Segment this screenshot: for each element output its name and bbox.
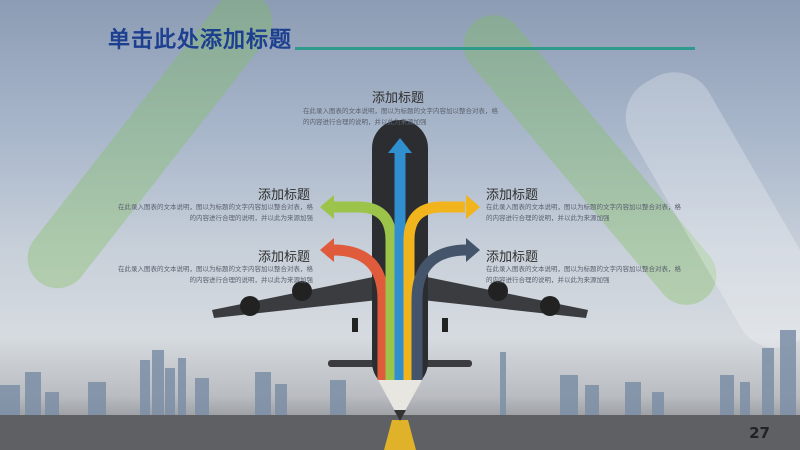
page-number: 27 — [749, 424, 770, 442]
engine — [540, 296, 560, 316]
arrow-slate-head — [466, 238, 480, 262]
desc-top: 在此录入图表的文本说明，图以为标题的文字内容加以整合对表，格的内容进行合理的说明… — [303, 107, 498, 126]
title-underline — [295, 47, 695, 50]
desc-lower-right: 在此录入图表的文本说明，图以为标题的文字内容加以整合对表，格的内容进行合理的说明… — [486, 265, 681, 284]
desc-upper-left: 在此录入图表的文本说明，图以为标题的文字内容加以整合对表，格的内容进行合理的说明… — [118, 203, 313, 222]
arrow-green-head — [320, 195, 334, 219]
label-upper-right: 添加标题 — [486, 188, 539, 203]
page-title: 单击此处添加标题 — [108, 28, 293, 53]
engine — [240, 296, 260, 316]
pencil-tip-icon — [378, 380, 422, 421]
city-skyline-icon — [0, 330, 796, 415]
arrow-green — [330, 201, 397, 380]
landing-gear — [352, 318, 358, 332]
landing-gear — [442, 318, 448, 332]
engine — [292, 281, 312, 301]
engine — [488, 281, 508, 301]
label-lower-right: 添加标题 — [486, 250, 539, 265]
arrow-red — [330, 244, 389, 380]
arrow-red-head — [320, 238, 334, 262]
desc-lower-left: 在此录入图表的文本说明，图以为标题的文字内容加以整合对表，格的内容进行合理的说明… — [118, 265, 313, 284]
label-lower-left: 添加标题 — [258, 250, 311, 265]
runway-center — [384, 420, 416, 450]
arrow-yellow-head — [466, 195, 480, 219]
arrow-yellow — [403, 201, 465, 380]
arrow-slate — [411, 244, 470, 380]
arrow-blue-head — [388, 138, 412, 153]
label-upper-left: 添加标题 — [258, 188, 311, 203]
desc-upper-right: 在此录入图表的文本说明，图以为标题的文字内容加以整合对表，格的内容进行合理的说明… — [486, 203, 681, 222]
label-top: 添加标题 — [372, 91, 425, 106]
